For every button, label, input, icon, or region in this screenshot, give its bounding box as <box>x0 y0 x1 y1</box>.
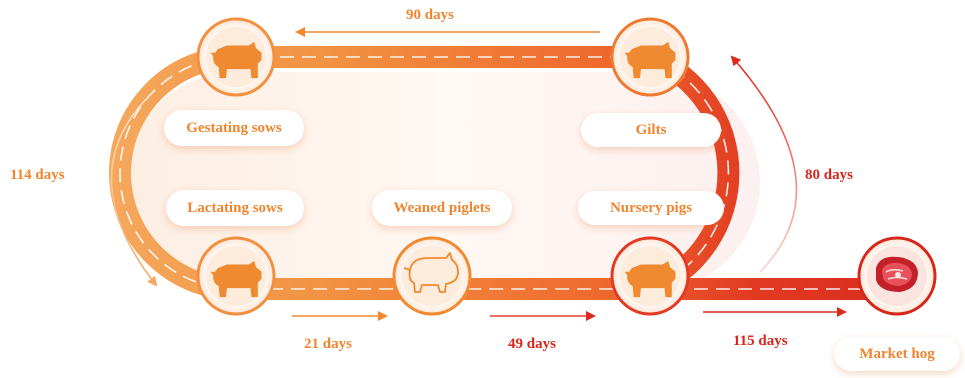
meat-icon <box>876 257 918 292</box>
duration-left: 114 days <box>10 167 65 184</box>
stage-node-gestating <box>198 19 274 95</box>
label-nursery-pigs: Nursery pigs <box>578 191 724 225</box>
duration-top: 90 days <box>406 7 454 24</box>
stage-node-gilts <box>612 19 688 95</box>
duration-bottom-2: 49 days <box>508 336 556 353</box>
duration-right: 80 days <box>805 167 853 184</box>
label-gilts: Gilts <box>581 113 721 147</box>
duration-bottom-3: 115 days <box>733 333 788 350</box>
stage-node-market <box>859 238 935 314</box>
label-weaned-piglets: Weaned piglets <box>372 190 512 226</box>
stage-node-nursery <box>612 238 688 314</box>
duration-bottom-1: 21 days <box>304 336 352 353</box>
stage-node-lactating <box>198 238 274 314</box>
label-gestating-sows: Gestating sows <box>164 110 304 146</box>
label-market-hog: Market hog <box>834 337 960 371</box>
stage-node-weaned <box>394 238 470 314</box>
label-lactating-sows: Lactating sows <box>166 190 304 226</box>
